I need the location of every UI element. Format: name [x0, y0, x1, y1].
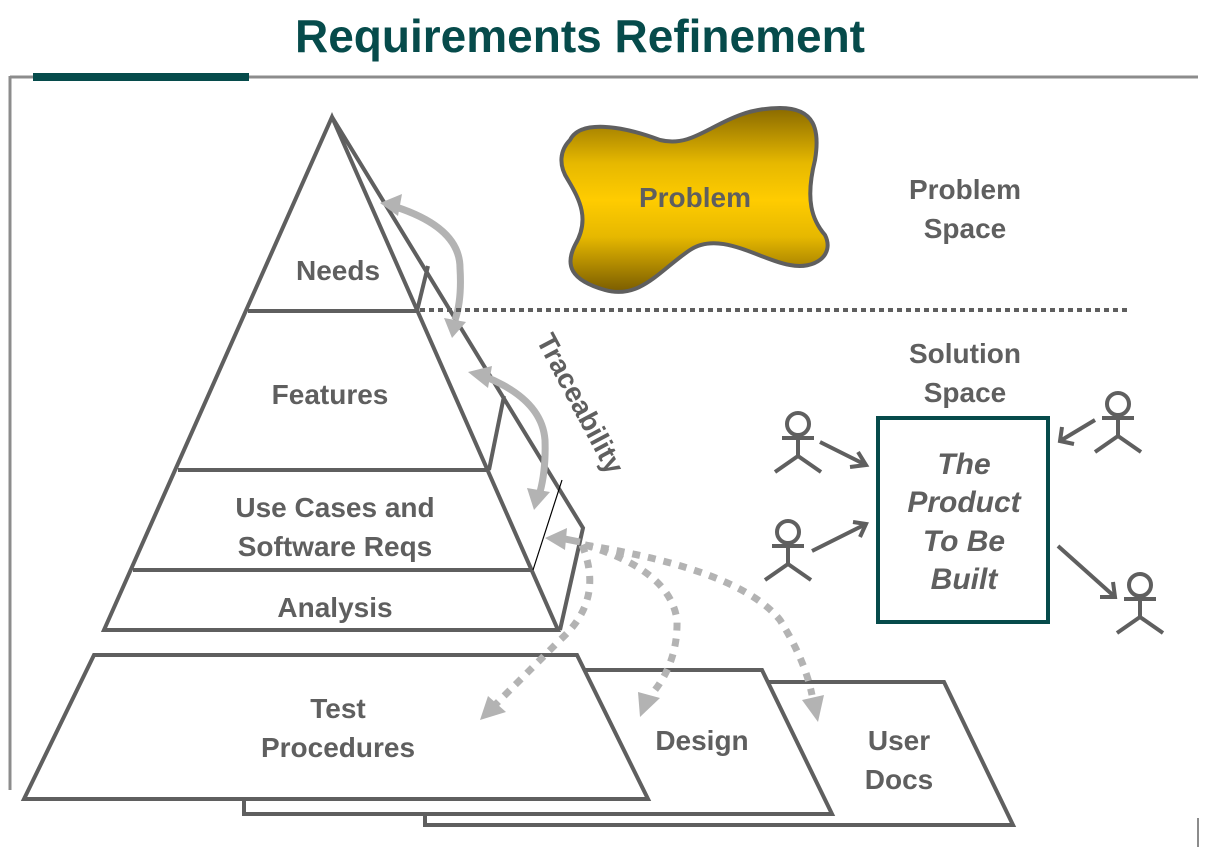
page-title: Requirements Refinement	[295, 10, 865, 62]
pyramid-level-use-cases-line2: Software Reqs	[238, 531, 433, 562]
product-box: The Product To Be Built	[876, 416, 1050, 624]
actor-icon	[773, 411, 823, 474]
user-docs-label-line1: User	[868, 725, 930, 756]
actor-icon	[1093, 391, 1143, 454]
product-label-line1: The	[937, 448, 990, 481]
arrow-head	[380, 194, 402, 216]
trace-arrow-features-usecases	[484, 373, 549, 493]
problem-label: Problem	[639, 182, 751, 213]
actor-icon	[1115, 572, 1165, 635]
pyramid-level-analysis: Analysis	[277, 592, 392, 623]
test-procedures-label-line1: Test	[310, 693, 366, 724]
solution-space-label-line1: Solution	[909, 338, 1021, 369]
user-docs-label-line2: Docs	[865, 764, 933, 795]
actor-arrows	[811, 418, 1118, 599]
pyramid-level-features: Features	[272, 379, 389, 410]
arrow-head	[545, 528, 567, 550]
problem-blob: Problem	[559, 105, 830, 294]
derivation-arrows	[480, 541, 824, 722]
problem-space-label-line1: Problem	[909, 174, 1021, 205]
problem-space-label-line2: Space	[924, 213, 1007, 244]
pyramid-level-needs: Needs	[296, 255, 380, 286]
arrow-head	[638, 692, 660, 717]
traceability-arrows	[380, 194, 581, 550]
output-test-procedures: Test Procedures	[20, 653, 652, 801]
design-label: Design	[655, 725, 748, 756]
product-label-line2: Product	[907, 486, 1022, 519]
arrow-head	[480, 696, 506, 720]
test-procedures-label-line2: Procedures	[261, 732, 415, 763]
dotted-arrow-user-docs	[584, 541, 816, 696]
arrow-head	[802, 695, 824, 722]
product-label-line4: Built	[931, 563, 1000, 596]
actor-icon	[763, 519, 813, 582]
title-accent-bar	[33, 73, 249, 81]
arrow-head	[527, 488, 550, 510]
solution-space-label-line2: Space	[924, 377, 1007, 408]
requirements-pyramid: Needs Features Use Cases and Software Re…	[100, 112, 630, 632]
arrow-head	[468, 366, 492, 388]
pyramid-level-use-cases-line1: Use Cases and	[235, 492, 434, 523]
trace-arrow-needs-features	[394, 203, 464, 322]
arrow-head	[444, 318, 466, 338]
product-label-line3: To Be	[923, 525, 1005, 558]
